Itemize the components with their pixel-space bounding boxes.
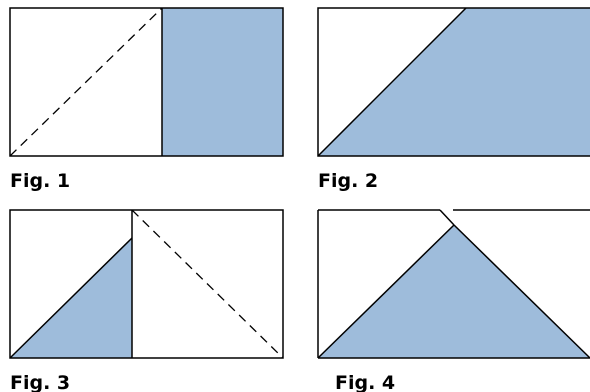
fig4-label: Fig. 4 xyxy=(335,372,395,392)
fig4-left-slope xyxy=(317,224,455,359)
figure-2: Fig. 2 xyxy=(317,7,590,192)
fig4-fold-notch xyxy=(439,209,455,226)
fig2-shaded-region xyxy=(318,8,590,156)
fig2-label: Fig. 2 xyxy=(318,170,378,192)
fig3-label: Fig. 3 xyxy=(10,372,70,392)
fig1-frame xyxy=(9,7,284,157)
fig3-frame xyxy=(9,209,284,359)
figure-3: Fig. 3 xyxy=(9,209,284,392)
fig3-dashed-diagonal xyxy=(131,209,284,359)
fig4-right-slope xyxy=(453,224,590,359)
fig1-shaded-half xyxy=(162,8,283,156)
fig1-dashed-diagonal xyxy=(9,7,163,157)
figure-1: Fig. 1 xyxy=(9,7,284,192)
fig3-diagonal-edge xyxy=(9,237,133,359)
fig2-diagonal-edge xyxy=(317,7,467,157)
fig4-shaded-triangle xyxy=(318,225,590,358)
figure-4: Fig. 4 xyxy=(317,209,590,392)
fig1-label: Fig. 1 xyxy=(10,170,70,192)
fig2-frame xyxy=(317,7,590,157)
